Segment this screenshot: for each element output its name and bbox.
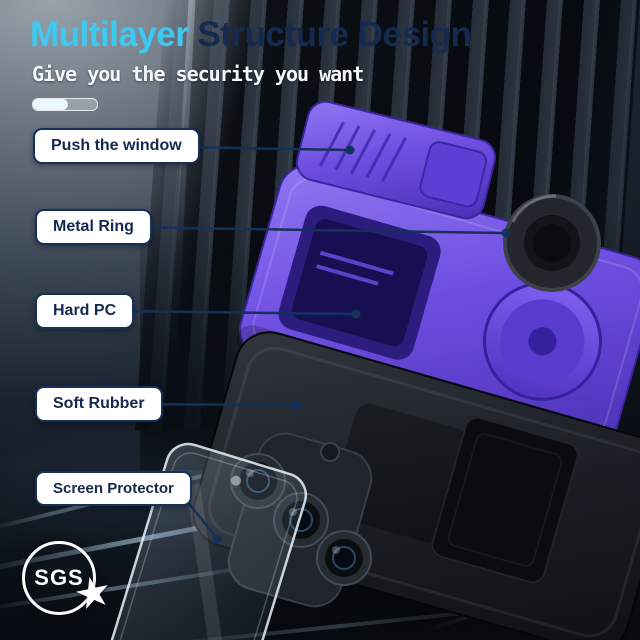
metal-ring <box>503 194 601 292</box>
sgs-label: SGS <box>34 565 84 590</box>
leader-dot-metal-ring <box>501 228 511 238</box>
progress-fill <box>33 99 69 110</box>
subtitle: Give you the security you want <box>32 61 364 86</box>
callout-label: Push the window <box>51 137 182 154</box>
callout-push-the-window: Push the window <box>33 128 200 164</box>
progress-indicator <box>32 98 98 111</box>
callout-label: Soft Rubber <box>53 395 145 412</box>
leader-dot-soft-rubber <box>291 400 301 410</box>
star-icon: ★ <box>69 564 117 621</box>
callout-label: Screen Protector <box>53 480 174 497</box>
sgs-certification-badge: SGS <box>22 541 96 615</box>
callout-label: Hard PC <box>53 302 117 319</box>
kickstand <box>431 416 579 584</box>
callout-soft-rubber: Soft Rubber <box>35 386 163 422</box>
callout-label: Metal Ring <box>53 218 134 235</box>
leader-dot-push-window <box>345 145 355 155</box>
leader-dot-hard-pc <box>351 309 361 319</box>
leader-line-metal-ring <box>119 225 505 235</box>
screen-protector-glass <box>102 442 308 640</box>
leader-line-hard-pc <box>119 309 355 316</box>
title-highlight: Multilayer <box>30 15 189 54</box>
callout-metal-ring: Metal Ring <box>35 209 152 245</box>
title-rest: Structure Design <box>197 15 472 54</box>
callout-hard-pc: Hard PC <box>35 293 135 329</box>
callout-screen-protector: Screen Protector <box>35 471 192 506</box>
leader-dot-screen-protector <box>212 534 222 544</box>
